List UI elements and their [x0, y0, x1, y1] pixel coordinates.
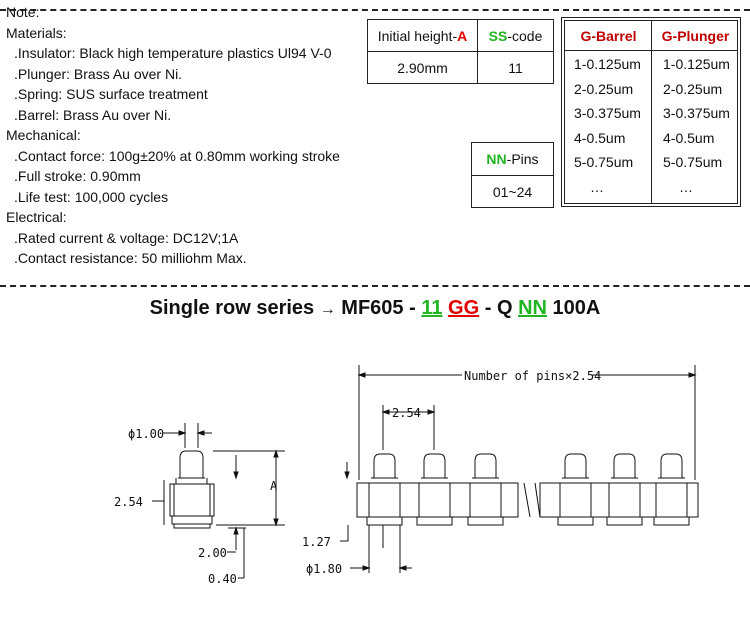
ss-value: 11 — [477, 51, 554, 84]
pin-2 — [416, 453, 453, 526]
dim-pitch: 2.54 — [392, 406, 421, 420]
series-heading: Single row series → MF605 - 11 GG - Q NN… — [0, 297, 750, 320]
note-title: Note: — [6, 4, 40, 20]
series-gg: GG — [448, 297, 480, 319]
single-pin-side-view — [152, 423, 285, 579]
note-line: .Insulator: Black high temperature plast… — [14, 45, 332, 61]
dim-2-00: 2.00 — [198, 546, 227, 560]
pin-4 — [557, 453, 594, 526]
plating-table-frame — [561, 17, 741, 207]
series-prefix: Single row series — [149, 297, 315, 319]
mechanical-heading: Mechanical: — [6, 127, 81, 143]
series-ss: 11 — [421, 297, 443, 319]
pin-6 — [653, 453, 690, 526]
plunger-cell: 2-0.25um — [663, 80, 723, 97]
materials-heading: Materials: — [6, 24, 67, 41]
note-line: .Contact force: 100g±20% at 0.80mm worki… — [14, 147, 340, 164]
series-suffix: 100A — [546, 297, 601, 319]
barrel-cell: 4-0.5um — [574, 129, 626, 146]
plating-header-divider — [564, 50, 738, 51]
pins-table: NN-Pins 01~24 — [471, 142, 554, 208]
plating-table: G-Barrel G-Plunger 1-0.125um 1-0.125um 2… — [564, 20, 738, 199]
separator-top — [0, 9, 750, 11]
dim-barrel-diameter: ϕ1.80 — [306, 562, 342, 576]
note-line: .Barrel: Brass Au over Ni. — [14, 106, 172, 123]
pin-5 — [606, 453, 643, 526]
barrel-cell: 2-0.25um — [574, 80, 634, 97]
plunger-cell: 1-0.125um — [663, 56, 730, 73]
dim-width: 2.54 — [114, 495, 143, 509]
note-line: .Spring: SUS surface treatment — [14, 86, 208, 102]
plunger-cell: … — [679, 178, 693, 195]
plunger-header: G-Plunger — [661, 28, 730, 44]
plunger-cell: 3-0.375um — [663, 105, 730, 122]
note-line: .Plunger: Brass Au over Ni. — [14, 65, 183, 82]
pins-header-label: -Pins — [506, 151, 539, 167]
dim-total-length: Number of pins×2.54 — [464, 369, 601, 383]
series-nn: NN — [518, 297, 547, 319]
dim-1-27: 1.27 — [302, 535, 331, 549]
dim-pin-diameter: ϕ1.00 — [128, 427, 164, 441]
multi-pin-side-view — [340, 365, 699, 573]
height-header: Initial height-A — [367, 19, 478, 52]
plunger-cell: 4-0.5um — [663, 129, 715, 146]
dim-0-40: 0.40 — [208, 572, 237, 586]
pin-1 — [366, 453, 403, 526]
pin-3 — [467, 453, 504, 526]
note-line: .Rated current & voltage: DC12V;1A — [14, 229, 239, 246]
series-model: MF605 - — [341, 297, 422, 319]
pins-header: NN-Pins — [471, 142, 554, 176]
note-line: .Contact resistance: 50 milliohm Max. — [14, 250, 247, 266]
pins-header-nn: NN — [486, 151, 507, 167]
ss-header-label: -code — [507, 27, 543, 44]
plunger-cell: 5-0.75um — [663, 154, 723, 171]
barrel-cell: … — [590, 178, 604, 195]
notes-block: Note: Materials: .Insulator: Black high … — [6, 2, 340, 269]
height-value: 2.90mm — [367, 51, 478, 84]
series-mid: - Q — [479, 297, 519, 319]
pins-value: 01~24 — [471, 175, 554, 208]
height-header-a: A — [457, 27, 468, 44]
electrical-heading: Electrical: — [6, 209, 67, 225]
height-header-label: Initial height- — [377, 27, 458, 44]
barrel-cell: 5-0.75um — [574, 154, 634, 171]
note-line: .Full stroke: 0.90mm — [14, 168, 141, 184]
separator-middle — [0, 285, 750, 287]
barrel-cell: 3-0.375um — [574, 105, 641, 122]
barrel-cell: 1-0.125um — [574, 56, 641, 73]
note-line: .Life test: 100,000 cycles — [14, 188, 169, 205]
plating-table-divider — [651, 20, 652, 204]
dim-height-a: A — [270, 479, 278, 493]
height-table: Initial height-A SS-code 2.90mm 11 — [367, 19, 554, 84]
barrel-header: G-Barrel — [580, 28, 637, 44]
series-arrow: → — [319, 301, 336, 318]
ss-header-ss: SS — [488, 27, 508, 44]
